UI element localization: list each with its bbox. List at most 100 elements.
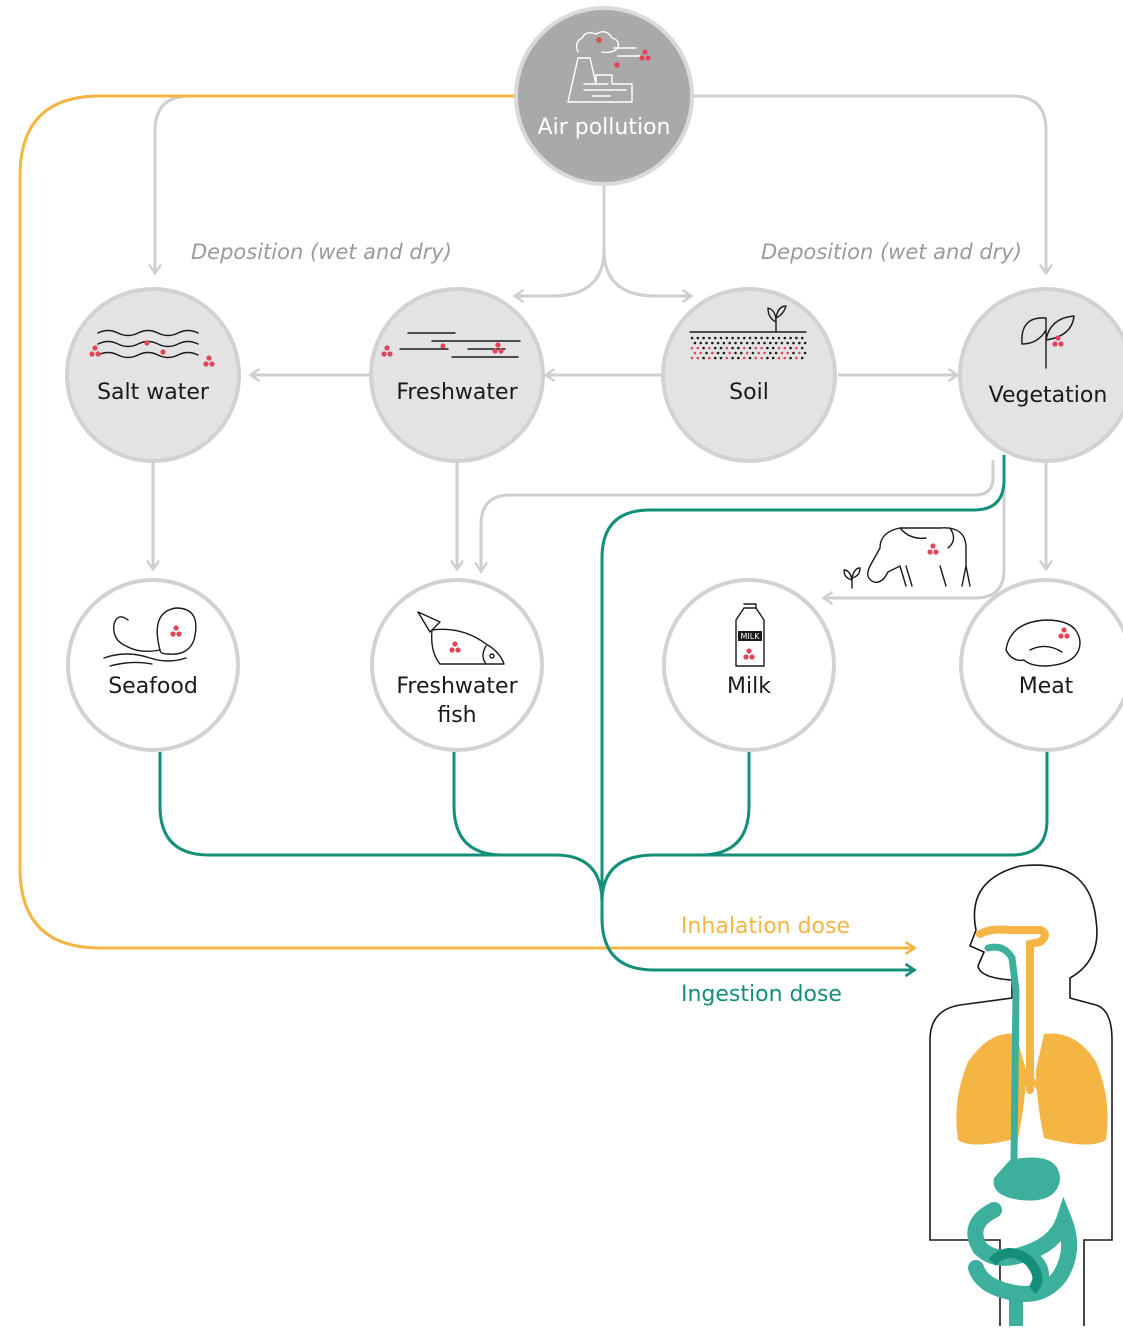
soil-particle [786,341,789,345]
soil-particle [711,341,714,345]
label-fish-line2: fish [437,703,476,728]
soil-particle [708,336,711,340]
soil-particle [696,346,700,350]
soil-particle [754,356,758,360]
soil-particle [699,341,702,345]
soil-particle [725,356,729,360]
node-soil[interactable]: Soil [661,287,837,463]
factory-icon [567,31,651,103]
octopus-icon [103,607,197,667]
node-vegetation[interactable]: Vegetation [958,287,1123,463]
soil-particle [800,336,804,340]
soil-particle [757,351,760,355]
label-fish-line1: Freshwater [396,674,518,699]
label-air-pollution: Air pollution [538,115,671,140]
digestive-system [967,943,1078,1326]
right-lung [1036,1033,1108,1145]
soil-particle [798,341,801,345]
soil-particle [719,356,723,360]
soil-particle [763,351,766,355]
soil-particle [795,356,798,360]
soil-particle [708,356,711,360]
soil-particle [702,346,705,350]
soil-particle [742,336,746,340]
soil-particle [783,356,787,360]
soil-particle [696,336,700,340]
soil-particle [760,356,763,360]
soil-particle [748,336,752,340]
soil-particle [748,356,752,360]
ingestion-from-seafood [158,752,604,903]
soil-particle [705,341,708,345]
soil-particle [777,356,781,360]
soil-particle [702,356,705,360]
soil-particle [745,351,749,355]
soil-particle [740,341,743,345]
ingestion-from-vegetation [600,455,1006,978]
soil-particle [728,351,731,355]
soil-particle [722,341,726,345]
soil-particle [774,341,778,345]
soil-particle [728,341,731,345]
soil-particle [795,346,798,350]
node-meat[interactable]: Meat [959,578,1123,752]
soil-particle [769,351,772,355]
flow-air-to-vegetation [690,94,1053,276]
node-milk[interactable]: MILK Milk [662,578,836,752]
fish-icon [417,611,505,665]
soil-particle [731,356,734,360]
soil-particle [760,336,763,340]
label-deposition-right: Deposition (wet and dry) [761,240,1022,264]
soil-particle [789,356,792,360]
soil-particle [702,336,705,340]
label-seafood: Seafood [108,674,198,699]
soil-particle [780,351,784,355]
soil-particle [734,351,737,355]
waves-icon [89,329,215,367]
soil-particle [769,341,772,345]
soil-particle [716,341,720,345]
node-air-pollution[interactable]: Air pollution [514,6,694,186]
node-seafood[interactable]: Seafood [66,578,240,752]
soil-particle [798,351,801,355]
inhalation-path [18,94,917,956]
label-soil: Soil [729,380,769,405]
soil-particle [783,336,787,340]
ingestion-from-meat [700,752,1049,857]
soil-particle [766,336,769,340]
flow-air-to-freshwater [512,183,606,303]
soil-particle [737,356,740,360]
soil-particle [713,356,717,360]
label-vegetation: Vegetation [989,383,1108,408]
soil-particle [751,341,755,345]
soil-particle [777,336,781,340]
soil-particle [737,336,740,340]
milk-carton-text: MILK [741,632,761,641]
soil-particle [771,356,775,360]
soil-particle [711,351,714,355]
stream-icon [381,332,521,358]
soil-particle [693,341,697,345]
soil-particle [757,341,760,345]
soil-particle [742,356,746,360]
soil-particle [734,341,737,345]
soil-particle [725,346,729,350]
soil-particle [722,351,726,355]
label-salt-water: Salt water [97,380,210,405]
soil-particle [783,346,787,350]
soil-particle [751,351,755,355]
ingestion-paths [158,455,1049,978]
soil-particle [780,341,784,345]
soil-particle [754,336,758,340]
node-freshwater-fish[interactable]: Freshwater fish [370,578,544,752]
ingestion-from-fish [452,752,504,857]
milk-carton-icon: MILK [735,603,765,667]
node-salt-water[interactable]: Salt water [65,287,241,463]
soil-particle [748,346,752,350]
soil-particle [803,351,807,355]
soil-particle [690,356,694,360]
node-freshwater[interactable]: Freshwater [369,287,545,463]
soil-particle [766,356,769,360]
human-body-figure [929,864,1113,1326]
